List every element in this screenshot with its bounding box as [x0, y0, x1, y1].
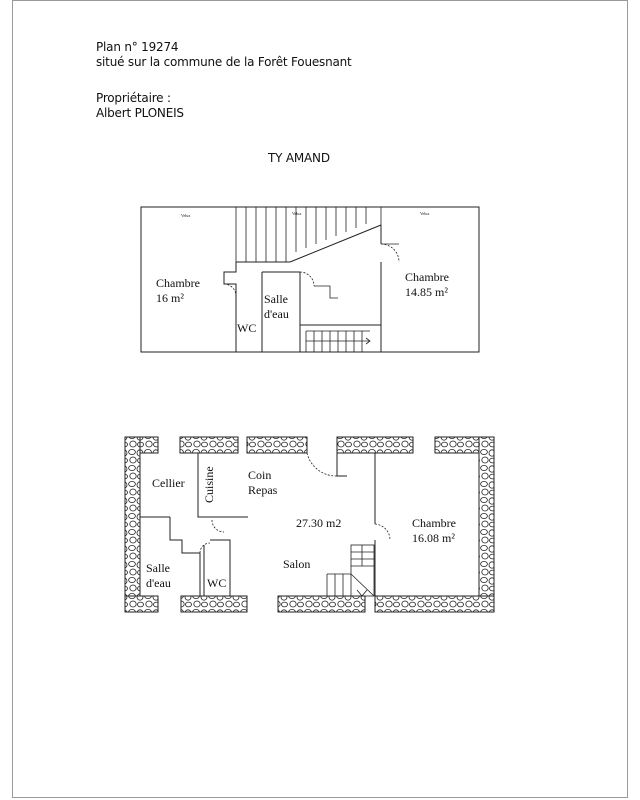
upper-bathroom-line1: Salle	[264, 292, 288, 306]
ground-wc: WC	[207, 576, 226, 590]
ground-cellier: Cellier	[152, 476, 185, 490]
ground-doors	[199, 452, 391, 554]
upper-walls	[223, 225, 382, 352]
page-sheet	[12, 0, 628, 798]
upper-wc: WC	[237, 321, 256, 335]
plan-number: Plan n° 19274	[96, 40, 179, 54]
velux-label-2: Velux	[292, 211, 301, 216]
ground-coin-line2: Repas	[248, 483, 278, 497]
ground-bathroom-line2: d'eau	[146, 576, 171, 590]
upper-stair-band	[235, 207, 382, 262]
ground-cuisine: Cuisine	[202, 466, 216, 503]
upper-outline	[140, 206, 480, 353]
ground-bedroom-area: 16.08 m²	[412, 531, 455, 545]
ground-floor	[124, 436, 495, 613]
ground-salon: Salon	[283, 557, 310, 571]
ground-coin-line1: Coin	[248, 468, 271, 482]
upper-floor	[140, 206, 480, 353]
house-name: TY AMAND	[268, 151, 330, 165]
ground-walls	[140, 453, 376, 596]
upper-bedroom-left-area: 16 m²	[156, 291, 184, 305]
upper-bathroom-line2: d'eau	[264, 307, 289, 321]
stone-walls	[124, 436, 495, 613]
owner-label: Propriétaire :	[96, 91, 171, 105]
ground-bathroom-line1: Salle	[146, 561, 170, 575]
ground-bedroom-name: Chambre	[412, 516, 456, 530]
velux-label-1: Velux	[181, 213, 190, 218]
upper-stair-diagonal	[289, 224, 382, 263]
upper-doors	[223, 243, 400, 299]
upper-bedroom-left-name: Chambre	[156, 276, 200, 290]
owner-name: Albert PLONEIS	[96, 106, 184, 120]
plan-location: situé sur la commune de la Forêt Fouesna…	[96, 55, 352, 69]
ground-living-area: 27.30 m2	[296, 516, 341, 530]
upper-bedroom-right-area: 14.85 m²	[405, 285, 448, 299]
upper-small-stairs	[305, 330, 371, 352]
velux-label-3: Velux	[420, 211, 429, 216]
ground-stairs	[326, 544, 375, 597]
upper-bedroom-right-name: Chambre	[405, 270, 449, 284]
